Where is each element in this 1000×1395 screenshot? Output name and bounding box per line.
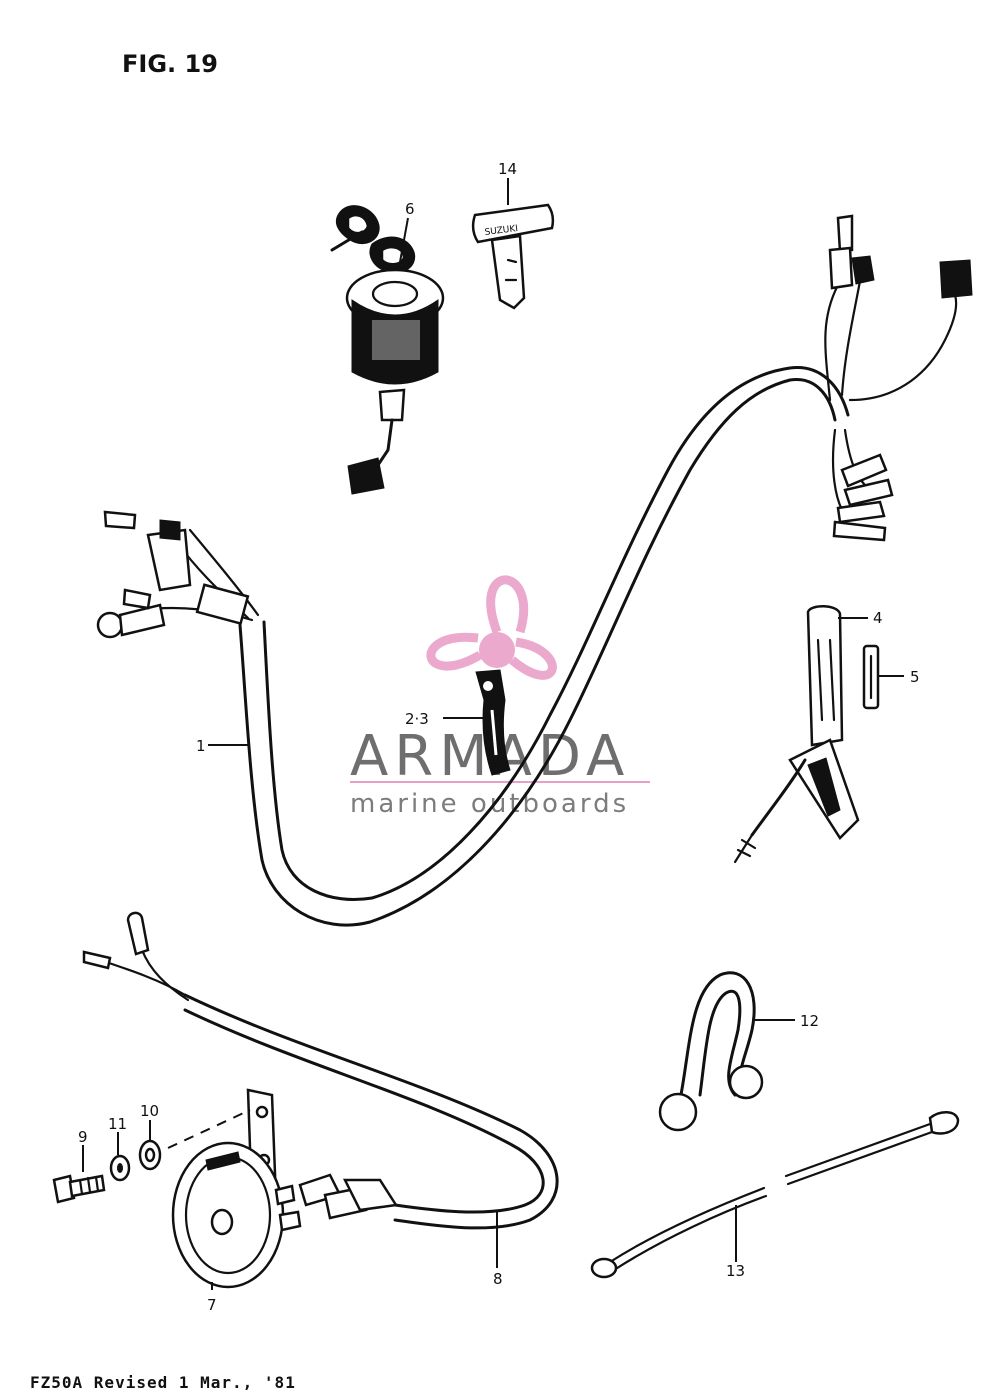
callout-5: 5: [910, 668, 920, 686]
callout-10: 10: [140, 1102, 159, 1120]
wiring-harness-part-1: [96, 214, 973, 927]
callout-6: 6: [405, 200, 415, 218]
clamp-part-2-3: [475, 669, 511, 776]
callout-1: 1: [196, 737, 206, 755]
key-part-14: SUZUKI: [471, 203, 555, 310]
callout-2-3: 2·3: [405, 710, 429, 728]
leader-lines: [82, 178, 904, 1290]
callout-13: 13: [726, 1262, 745, 1280]
key-brand-stamp: SUZUKI: [484, 224, 518, 238]
fuse-part-5: [862, 644, 880, 710]
fuse-holder-part-4: [733, 605, 860, 864]
watermark-tagline: marine outboards: [350, 789, 629, 819]
callout-9: 9: [78, 1128, 88, 1146]
revision-footer: FZ50A Revised 1 Mar., '81: [30, 1373, 296, 1392]
callout-7: 7: [207, 1296, 217, 1314]
callout-12: 12: [800, 1012, 819, 1030]
callout-8: 8: [493, 1270, 503, 1288]
horn-lead-wire-part-8: [82, 911, 559, 1230]
callout-4: 4: [873, 609, 883, 627]
lock-washer-part-11: [109, 1154, 131, 1182]
ignition-switch-part-6: [330, 205, 445, 495]
callout-14: 14: [498, 160, 517, 178]
figure-title: FIG. 19: [122, 50, 218, 78]
ground-lead-part-13: [590, 1111, 960, 1279]
washer-part-10: [138, 1139, 162, 1171]
watermark-propeller-logo: [426, 575, 557, 680]
callout-11: 11: [108, 1115, 127, 1133]
bolt-part-9: [52, 1174, 106, 1204]
horn-part-7: [167, 1088, 302, 1289]
wire-clip-part-12: [658, 971, 764, 1132]
